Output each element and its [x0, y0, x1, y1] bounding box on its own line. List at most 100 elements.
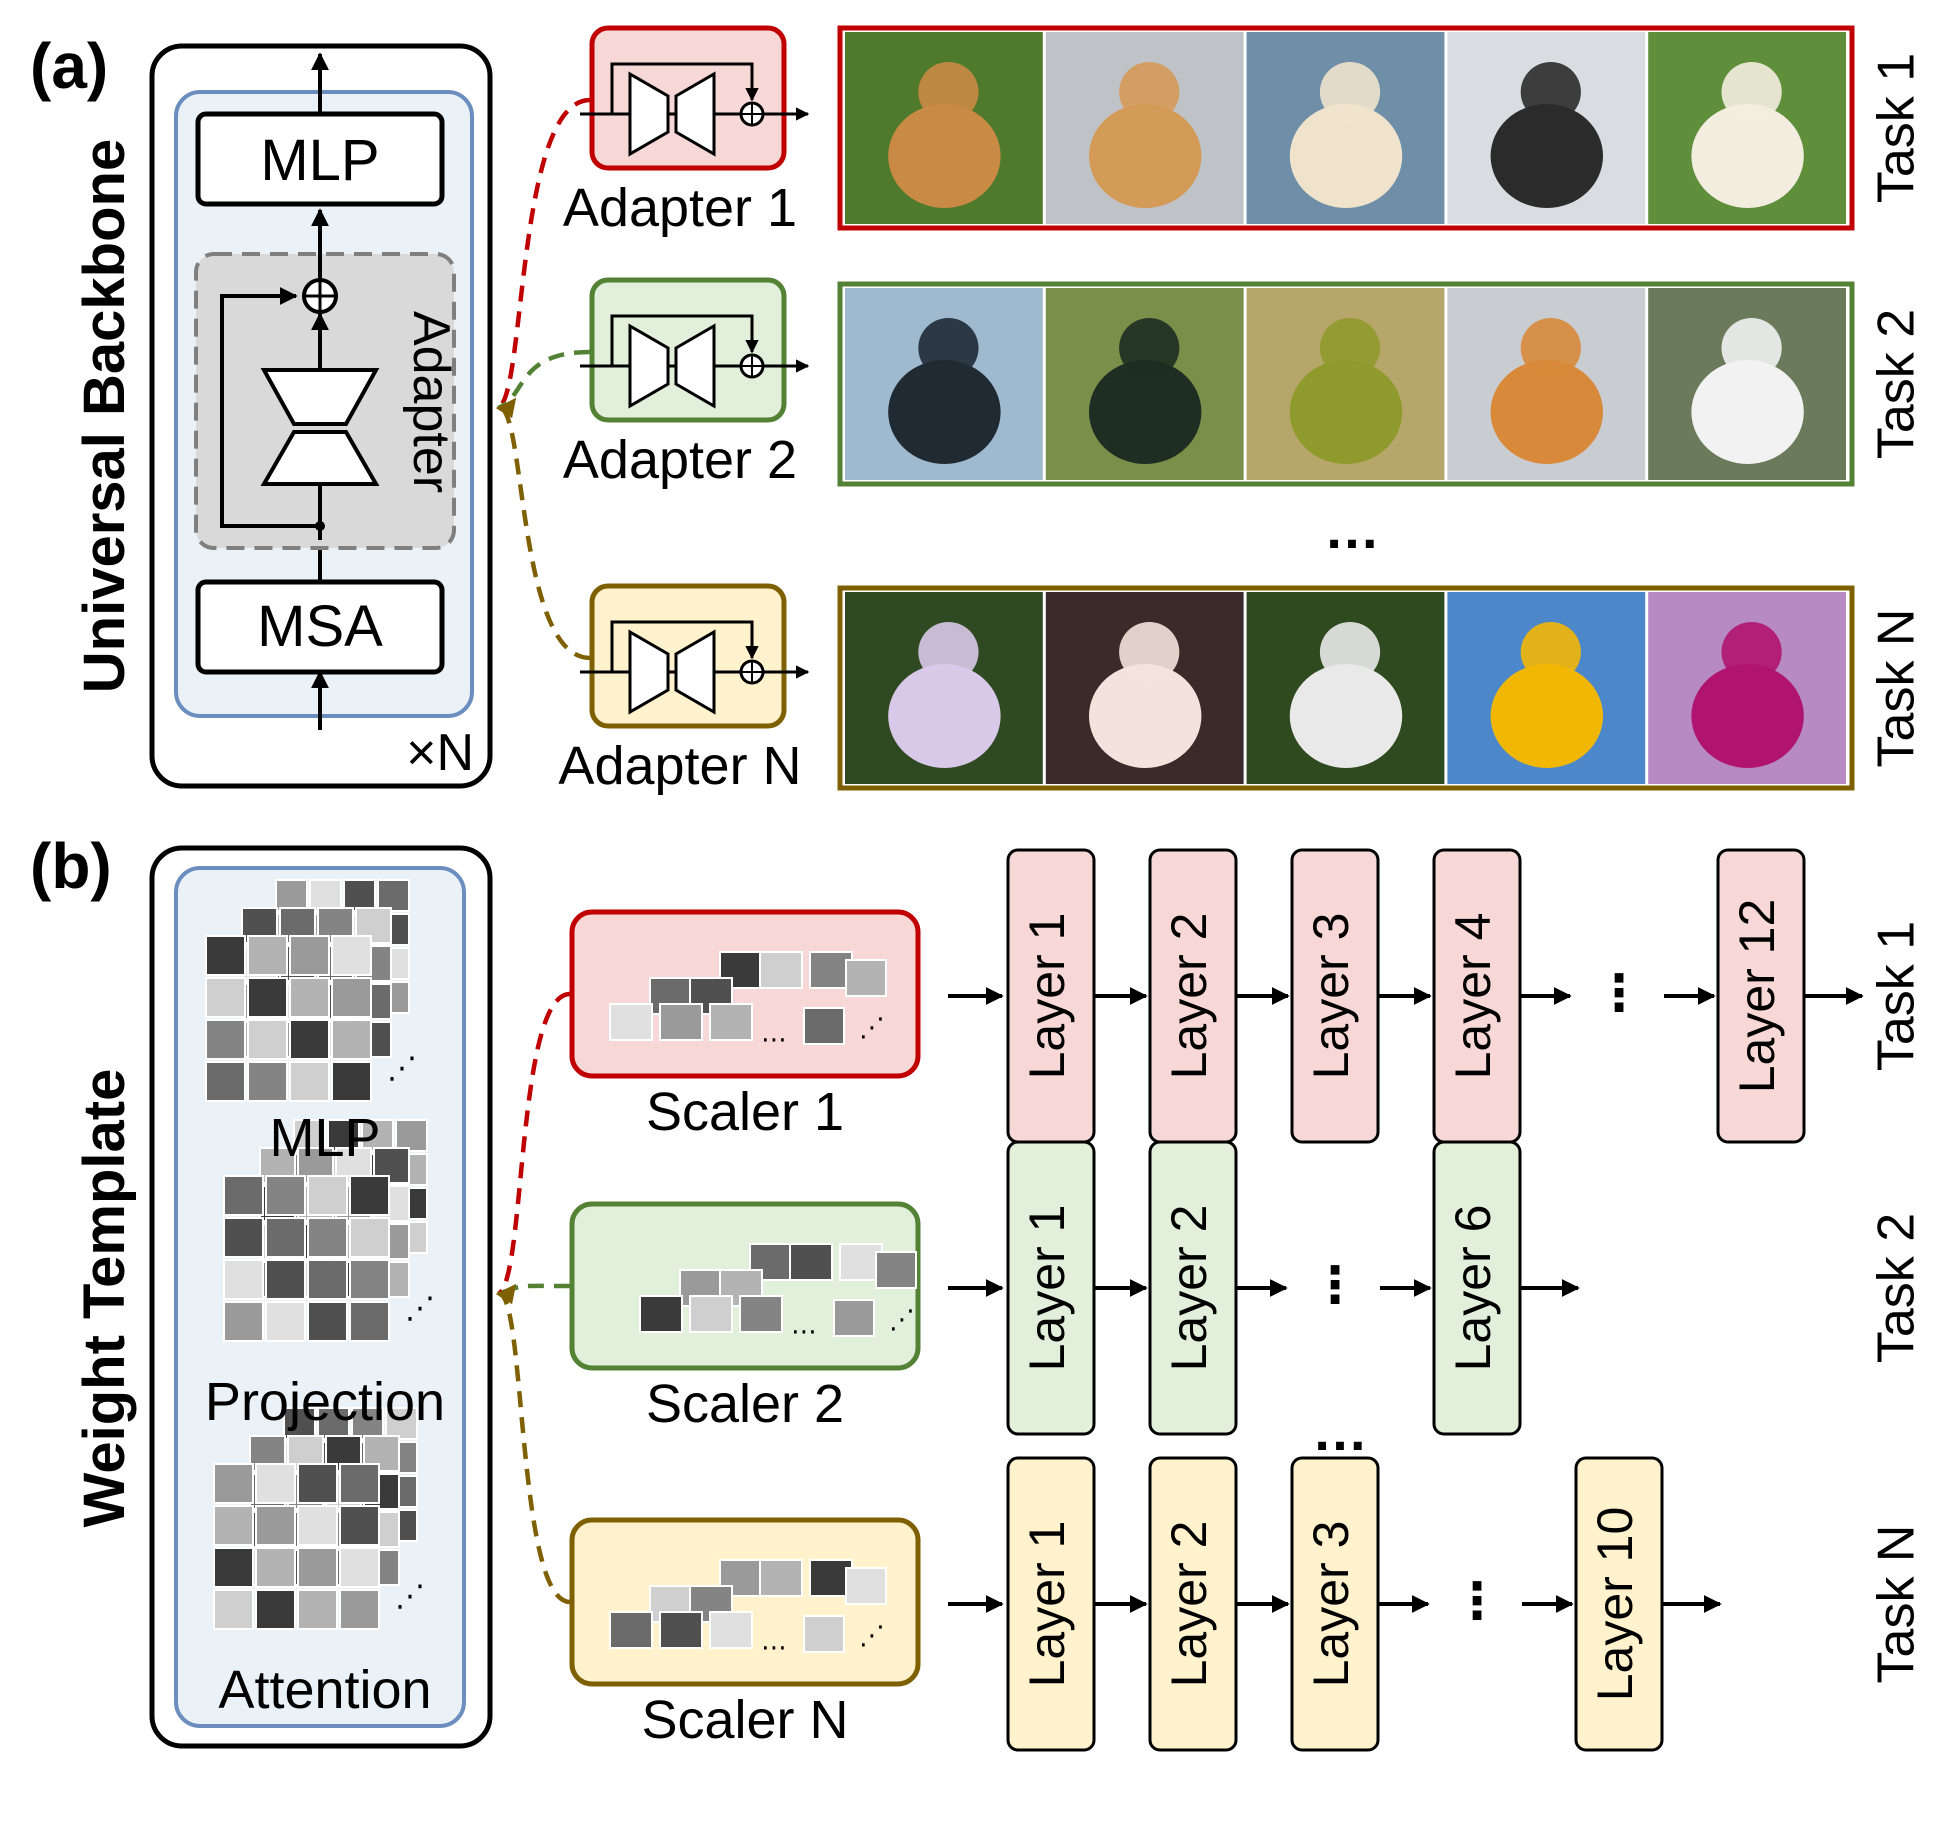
scaler-block — [759, 951, 803, 989]
weight-cell — [247, 1061, 288, 1102]
image-subject-body — [1088, 664, 1202, 768]
weight-cell — [385, 1407, 418, 1440]
scaler-label-2: Scaler 2 — [646, 1374, 844, 1434]
image-subject-head — [918, 62, 979, 122]
scaler-block — [709, 1003, 753, 1041]
image-subject-body — [1289, 664, 1403, 768]
scaler-block — [875, 1251, 917, 1289]
weight-cell — [205, 1061, 246, 1102]
image-subject-body — [888, 104, 1001, 208]
layer-label: Layer 10 — [1587, 1507, 1643, 1702]
image-subject-head — [1520, 622, 1581, 682]
layer-block: Layer 2 — [1148, 1140, 1238, 1436]
backbone-title: Universal Backbone — [72, 139, 137, 693]
weight-cell — [223, 1259, 264, 1300]
weight-cell — [255, 1547, 296, 1588]
adapter-mini-decoder-shape — [674, 629, 716, 715]
layer-block: Layer 2 — [1148, 1456, 1238, 1752]
task-label-a-3: Task N — [1868, 609, 1926, 768]
template-item-projection: Projection — [205, 1372, 445, 1432]
weight-cell — [289, 935, 330, 976]
weight-cell — [205, 1019, 246, 1060]
image-subject-body — [888, 360, 1001, 464]
panel-b-ellipsis: … — [1312, 1399, 1368, 1462]
adapter-mini-encoder-shape — [628, 71, 670, 157]
scaler-block — [659, 1611, 703, 1649]
layer-block: Layer 3 — [1290, 848, 1380, 1144]
adapter-inner-label: Adapter — [402, 311, 460, 493]
layer-label: Layer 3 — [1303, 1521, 1359, 1688]
scaler-dots-diag: ⋰ — [889, 1304, 915, 1334]
weight-cell — [331, 1019, 372, 1060]
weight-cell — [265, 1301, 306, 1342]
task-label-a-2: Task 2 — [1868, 309, 1926, 459]
repeat-label: ×N — [406, 724, 474, 782]
weight-cell — [339, 1505, 380, 1546]
image-subject-body — [1490, 664, 1604, 768]
task-row-2: Adapter 2 Task 2 — [496, 277, 1926, 490]
image-subject-head — [1721, 622, 1782, 682]
layer-block: Layer 2 — [1148, 848, 1238, 1144]
layer-label: Layer 6 — [1445, 1205, 1501, 1372]
template-grid-dots: ⋰ — [405, 1292, 435, 1325]
image-white-bird — [1648, 288, 1846, 480]
layer-block: Layer 4 — [1432, 848, 1522, 1144]
weight-cell — [339, 1589, 380, 1630]
weight-cell — [289, 1061, 330, 1102]
image-sunflower — [1447, 592, 1646, 784]
template-weight-grids: ⋰⋰⋰ — [205, 879, 435, 1630]
image-subject-head — [1119, 318, 1180, 378]
scaler-dots-diag: ⋰ — [859, 1012, 885, 1042]
scaler-block — [845, 959, 887, 997]
image-subject-head — [1721, 62, 1782, 122]
weight-cell — [351, 1407, 384, 1440]
image-subject-head — [1721, 318, 1782, 378]
weight-cell — [349, 1259, 390, 1300]
weight-cell — [343, 879, 376, 912]
template-grid-dots: ⋰ — [387, 1052, 417, 1085]
task-label-b-1: Task 1 — [1868, 921, 1926, 1071]
scaler-connector-1 — [496, 991, 571, 1297]
panel-a-ellipsis: … — [1324, 497, 1380, 560]
adapter-label-1: Adapter 1 — [563, 178, 797, 238]
adapter-mini-decoder-shape — [674, 323, 716, 409]
layer-label: Layer 2 — [1161, 913, 1217, 1080]
scaler-dots-diag: ⋰ — [859, 1620, 885, 1650]
adapter-connector-2 — [497, 349, 591, 411]
template-grid-front-mlp — [205, 935, 372, 1102]
task-label-b-2: Task 2 — [1868, 1213, 1926, 1363]
scaler-block — [659, 1003, 703, 1041]
weight-cell — [213, 1505, 254, 1546]
weight-cell — [297, 1505, 338, 1546]
scaler-label-3: Scaler N — [641, 1690, 848, 1750]
weight-cell — [331, 977, 372, 1018]
task-label-b-3: Task N — [1868, 1525, 1926, 1684]
image-subject-head — [1319, 622, 1381, 682]
weight-cell — [307, 1301, 348, 1342]
weight-cell — [247, 977, 288, 1018]
scaler-connector-arrowhead — [496, 1284, 516, 1304]
image-subject-head — [1119, 62, 1180, 122]
layer-label: Layer 12 — [1729, 899, 1785, 1094]
weight-cell — [373, 1147, 410, 1184]
image-subject-body — [1088, 360, 1202, 464]
panel-b-label: (b) — [30, 830, 112, 902]
image-tulip — [1648, 592, 1846, 784]
layer-block: Layer 6 — [1432, 1140, 1522, 1436]
adapter-connector-arrowhead — [496, 398, 516, 418]
adapter-label-2: Adapter 2 — [563, 430, 797, 490]
weight-cell — [297, 1463, 338, 1504]
scaler-block — [739, 1295, 783, 1333]
weight-cell — [223, 1217, 264, 1258]
scaler-block — [803, 1615, 845, 1653]
image-warbler-bird — [1246, 288, 1445, 480]
weight-cell — [265, 1217, 306, 1258]
weight-cell — [205, 977, 246, 1018]
scaler-dots-bottom: ⋯ — [761, 1024, 787, 1054]
template-title: Weight Template — [72, 1069, 137, 1528]
template-grid-front-projection — [223, 1175, 390, 1342]
layer-block: Layer 1 — [1006, 1456, 1096, 1752]
task-label-a-1: Task 1 — [1868, 53, 1926, 203]
image-husky-dog — [1447, 32, 1646, 224]
